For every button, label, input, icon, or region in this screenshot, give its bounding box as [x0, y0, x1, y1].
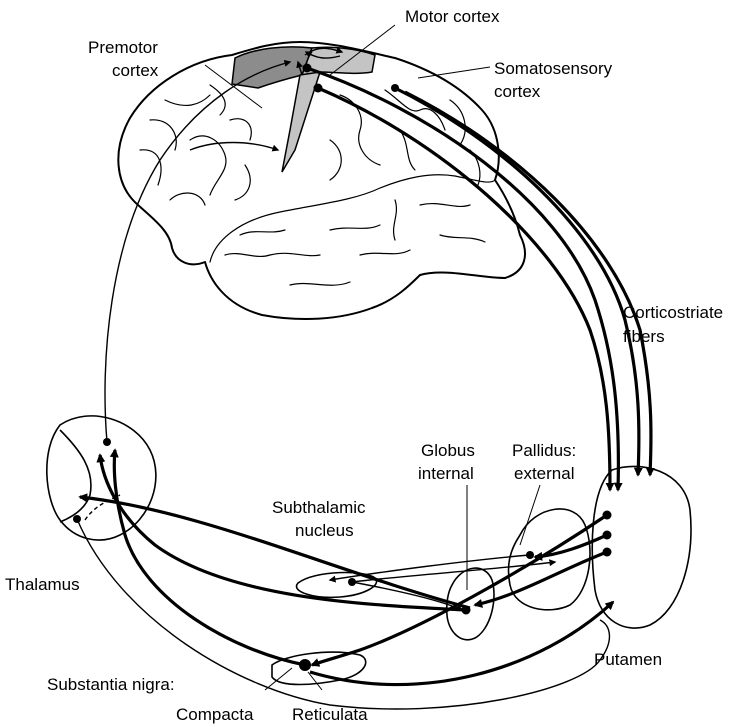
label-substantia-nigra: Substantia nigra: [47, 675, 175, 694]
pallidus-external-leader [520, 485, 540, 545]
nigrostriatal-pathway [310, 602, 613, 685]
striatonigral-pathway [312, 515, 607, 665]
label-pallidus-line2: external [514, 464, 574, 483]
brain-illustration [118, 42, 525, 319]
label-pallidus-line1: Pallidus: [512, 441, 576, 460]
cerebrum-outline [118, 42, 525, 319]
label-somatosensory-cortex-line1: Somatosensory [494, 59, 613, 78]
thalamus-inner-division [60, 430, 91, 522]
label-somatosensory-cortex-line2: cortex [494, 82, 541, 101]
label-subthalamic-line2: nucleus [295, 521, 354, 540]
label-putamen: Putamen [594, 650, 662, 669]
label-premotor-cortex-line2: cortex [112, 61, 159, 80]
label-compacta: Compacta [176, 705, 254, 724]
label-motor-cortex: Motor cortex [405, 7, 500, 26]
label-premotor-cortex-line1: Premotor [88, 38, 158, 57]
label-thalamus: Thalamus [5, 575, 80, 594]
label-subthalamic-line1: Subthalamic [272, 498, 366, 517]
compacta-leader [265, 668, 292, 690]
label-globus-line2: internal [418, 464, 474, 483]
nigrothalamic-pathway [114, 450, 305, 665]
label-reticulata: Reticulata [292, 705, 368, 724]
globus-pallidus-external-outline [508, 509, 590, 610]
substantia-nigra-outline [272, 652, 366, 684]
putamen-outline [592, 466, 691, 628]
label-corticostriate-line1: Corticostriate [623, 303, 723, 322]
motor-cortex-neuron [303, 64, 312, 73]
premotor-neuron [314, 84, 323, 93]
somatosensory-neuron [391, 84, 399, 92]
label-globus-line1: Globus [421, 441, 475, 460]
label-corticostriate-line2: fibers [623, 327, 665, 346]
